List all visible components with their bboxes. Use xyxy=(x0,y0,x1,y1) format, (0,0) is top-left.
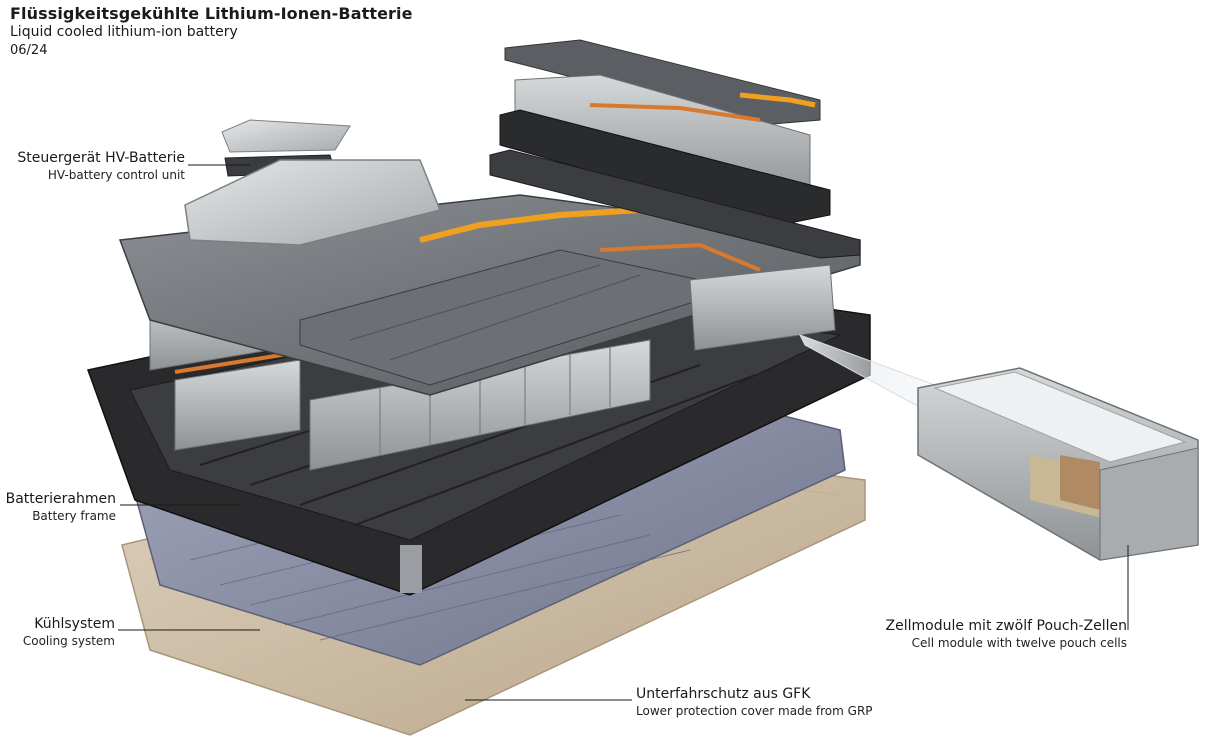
label-cooling: Kühlsystem Cooling system xyxy=(23,616,115,650)
battery-lid xyxy=(118,194,861,396)
label-control-unit-en: HV-battery control unit xyxy=(47,168,185,182)
label-module: Zellmodule mit zwölf Pouch-Zellen Cell m… xyxy=(886,618,1127,652)
leader-lines xyxy=(118,164,1129,701)
label-cover-de: Unterfahrschutz aus GFK xyxy=(636,686,811,702)
cell-module-detail xyxy=(917,367,1199,561)
page-title: Flüssigkeitsgekühlte Lithium-Ionen-Batte… xyxy=(10,4,413,23)
label-cooling-de: Kühlsystem xyxy=(34,616,115,632)
label-frame-en: Battery frame xyxy=(32,509,116,523)
label-control-unit-de: Steuergerät HV-Batterie xyxy=(17,150,185,166)
label-frame: Batterierahmen Battery frame xyxy=(6,491,116,525)
page-subtitle: Liquid cooled lithium-ion battery xyxy=(10,24,238,40)
label-cover-en: Lower protection cover made from GRP xyxy=(636,704,873,718)
label-cover: Unterfahrschutz aus GFK Lower protection… xyxy=(636,686,873,720)
label-frame-de: Batterierahmen xyxy=(5,491,116,507)
label-cooling-en: Cooling system xyxy=(22,634,115,648)
cell-modules-upper xyxy=(489,39,861,259)
hv-control-unit xyxy=(184,119,442,246)
page-date: 06/24 xyxy=(10,43,48,58)
label-control-unit: Steuergerät HV-Batterie HV-battery contr… xyxy=(17,150,185,184)
label-module-de: Zellmodule mit zwölf Pouch-Zellen xyxy=(885,618,1127,634)
label-module-en: Cell module with twelve pouch cells xyxy=(911,636,1127,650)
